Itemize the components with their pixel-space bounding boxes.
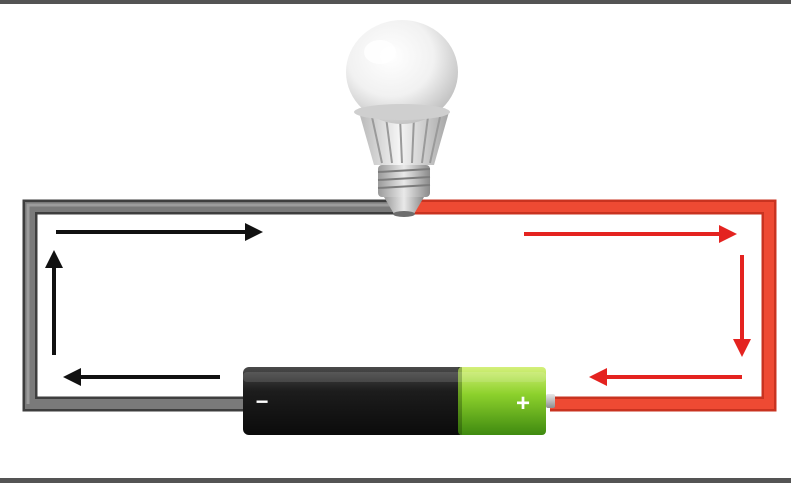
battery-negative-label: − (256, 389, 269, 414)
arrow-up-black (45, 250, 63, 355)
bulb-screw-base (377, 165, 431, 217)
battery-icon: − + (243, 367, 555, 435)
battery-positive-cap (546, 394, 555, 408)
arrow-left-red (589, 368, 742, 386)
bottom-frame-bar (0, 478, 791, 483)
current-arrows-red (524, 225, 751, 386)
positive-wire (404, 199, 777, 412)
negative-wire (22, 199, 404, 412)
light-bulb-icon (346, 20, 458, 217)
top-frame-bar (0, 0, 791, 4)
arrow-left-black (63, 368, 220, 386)
battery-positive-label: + (516, 390, 530, 417)
arrow-down-red (733, 255, 751, 357)
arrow-right-red (524, 225, 737, 243)
arrow-right-black (56, 223, 263, 241)
current-arrows-black (45, 223, 263, 386)
